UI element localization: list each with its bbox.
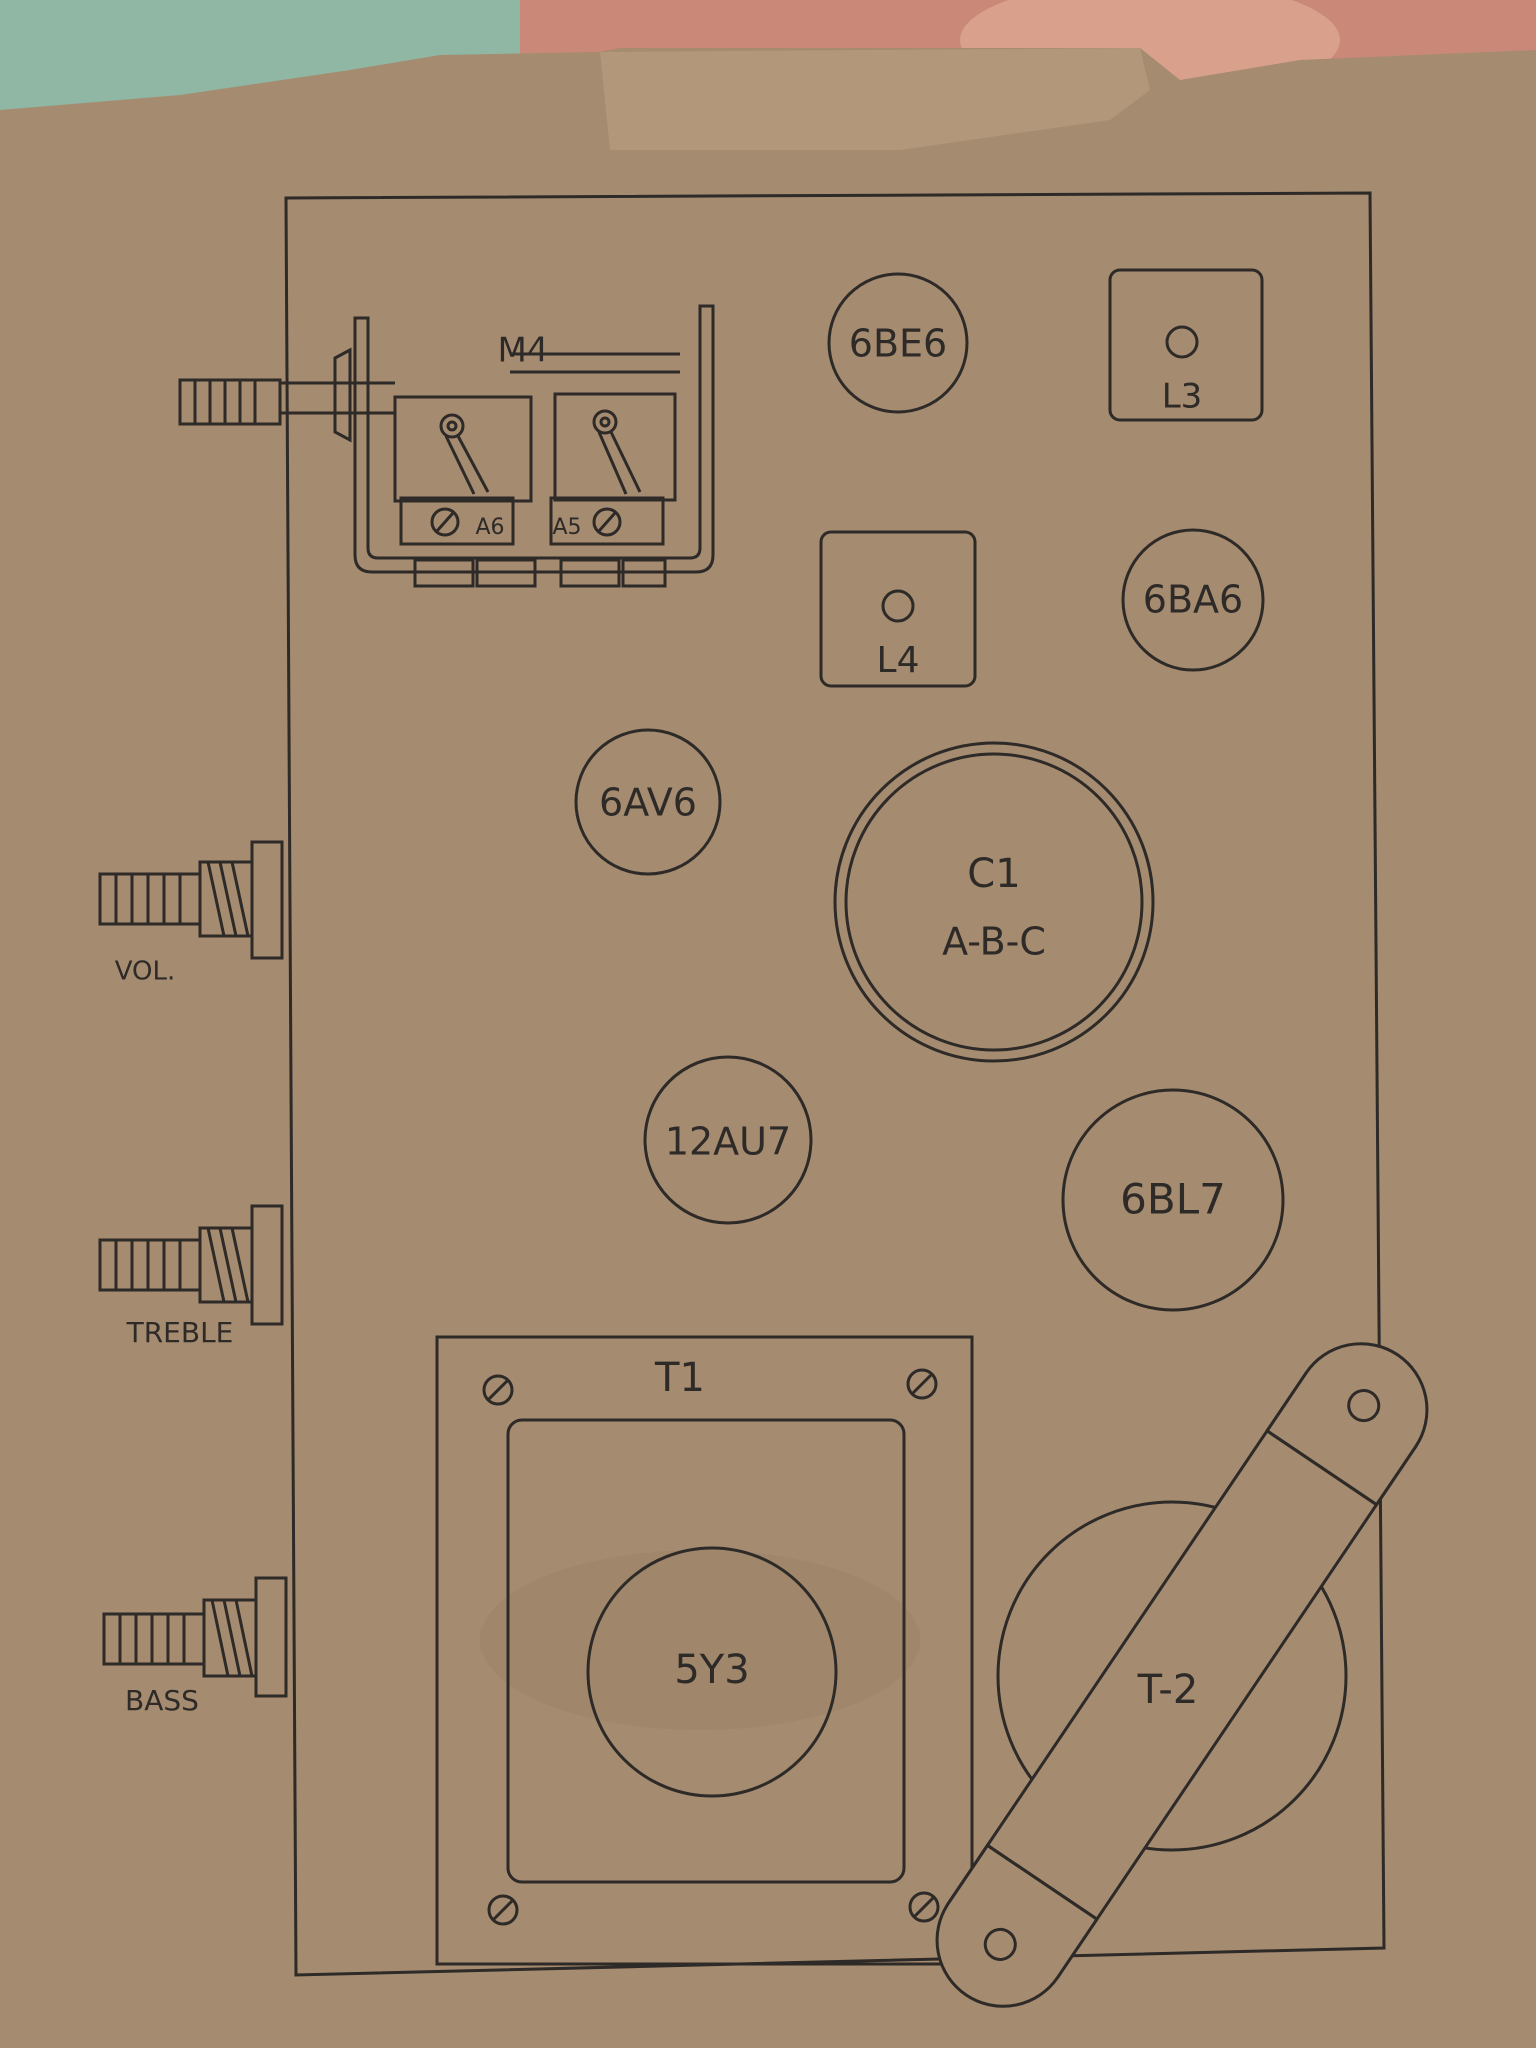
switch-assembly-m4 (178, 304, 715, 588)
coil-l4-hole (881, 589, 915, 623)
transformer-t1 (435, 1335, 974, 1966)
label-m4: M4 (498, 331, 549, 371)
control-treble (98, 1204, 284, 1326)
tube-6ba6-outline (1121, 528, 1265, 672)
control-vol (98, 840, 284, 960)
label-c1-sections: A-B-C (942, 920, 1046, 964)
label-t1: T1 (654, 1355, 705, 1401)
tube-12au7-outline (643, 1055, 813, 1225)
capacitor-c1-outer (833, 741, 1155, 1063)
transformer-t2 (935, 1342, 1429, 2008)
tube-6be6-outline (827, 272, 969, 414)
label-6ba6: 6BA6 (1143, 578, 1243, 622)
chassis-outline (284, 191, 1386, 1977)
label-l3: L3 (1162, 377, 1203, 417)
label-l4: L4 (877, 640, 920, 681)
label-treble: TREBLE (126, 1316, 234, 1349)
tube-6av6-outline (574, 728, 722, 876)
coil-l4-can (819, 530, 977, 688)
label-a5: A5 (552, 515, 581, 540)
label-5y3: 5Y3 (674, 1647, 749, 1693)
label-6be6: 6BE6 (849, 322, 947, 366)
capacitor-c1-inner (844, 752, 1144, 1052)
paper-stain (480, 1550, 920, 1730)
label-12au7: 12AU7 (665, 1120, 791, 1164)
label-vol: VOL. (115, 957, 176, 987)
label-c1: C1 (967, 851, 1020, 897)
tube-6bl7-outline (1061, 1088, 1285, 1312)
control-bass (102, 1576, 288, 1698)
label-a6: A6 (475, 515, 504, 540)
label-t2: T-2 (1137, 1667, 1199, 1713)
coil-l3-can (1108, 268, 1264, 422)
paper-sheet (0, 48, 1536, 2048)
paper-torn-strip (600, 48, 1150, 150)
label-6bl7: 6BL7 (1120, 1175, 1226, 1224)
label-6av6: 6AV6 (599, 781, 697, 825)
coil-l3-hole (1165, 325, 1199, 359)
label-bass: BASS (125, 1684, 199, 1717)
